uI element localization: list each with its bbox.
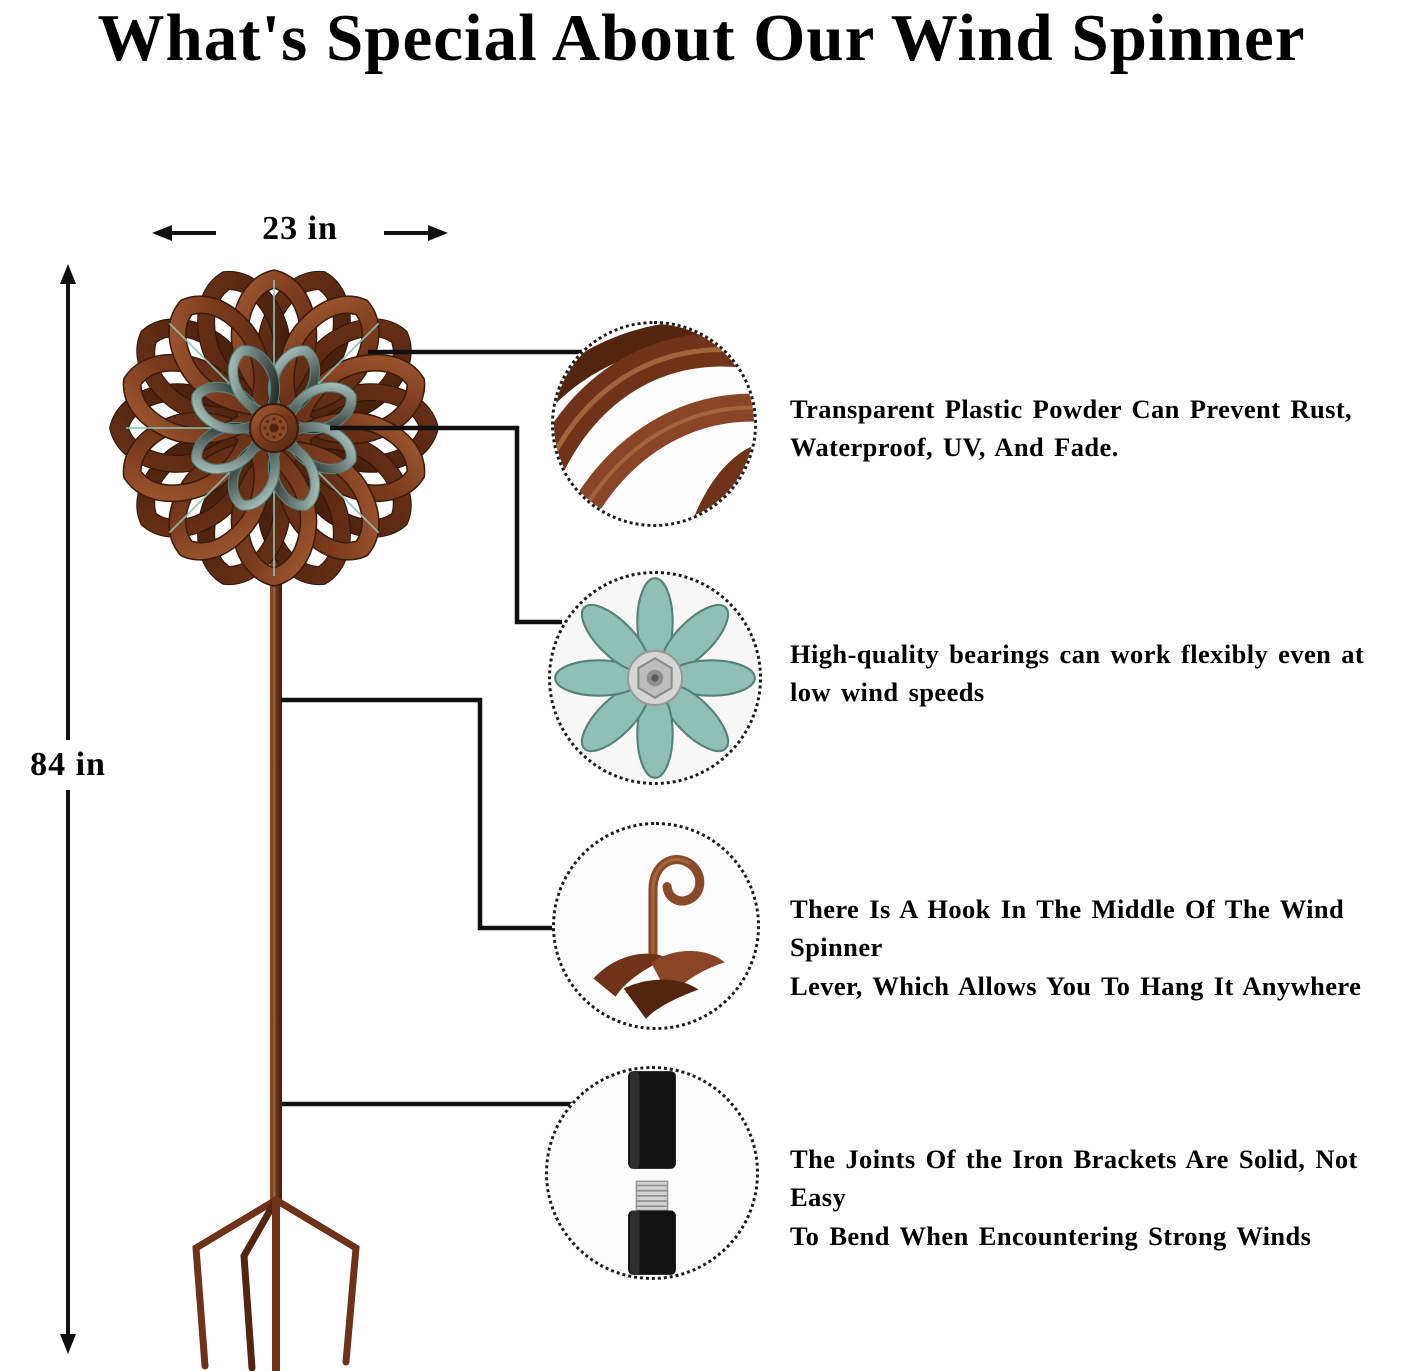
- callout-hook: [552, 822, 760, 1030]
- spinner-pole: [270, 545, 282, 1207]
- bearing-closeup-icon: [551, 574, 759, 782]
- height-dimension-label: 84 in: [4, 740, 132, 790]
- page-title: What's Special About Our Wind Spinner: [97, 1, 1306, 75]
- pole-joint-icon: [548, 1069, 756, 1277]
- height-arrow: [60, 264, 76, 1354]
- callout-bearing: [548, 571, 762, 785]
- feature-hook-text: There Is A Hook In The Middle Of The Win…: [790, 894, 1362, 1001]
- spinner-flower: [109, 257, 439, 599]
- feature-pole-joint-text: The Joints Of the Iron Brackets Are Soli…: [790, 1144, 1358, 1251]
- spinner-hub: [249, 403, 299, 453]
- connector-lines: [281, 349, 584, 1107]
- callout-rust-protection: [551, 321, 757, 527]
- copper-petals-closeup-icon: [554, 324, 754, 524]
- ground-stake: [192, 1196, 360, 1371]
- feature-bearing-text: High-quality bearings can work flexibly …: [790, 639, 1365, 708]
- feature-rust-protection-text: Transparent Plastic Powder Can Prevent R…: [790, 394, 1353, 463]
- width-arrow: [152, 225, 448, 241]
- width-dimension-label: 23 in: [262, 210, 338, 247]
- callout-pole-joint: [545, 1066, 759, 1280]
- hanging-hook-icon: [555, 825, 757, 1027]
